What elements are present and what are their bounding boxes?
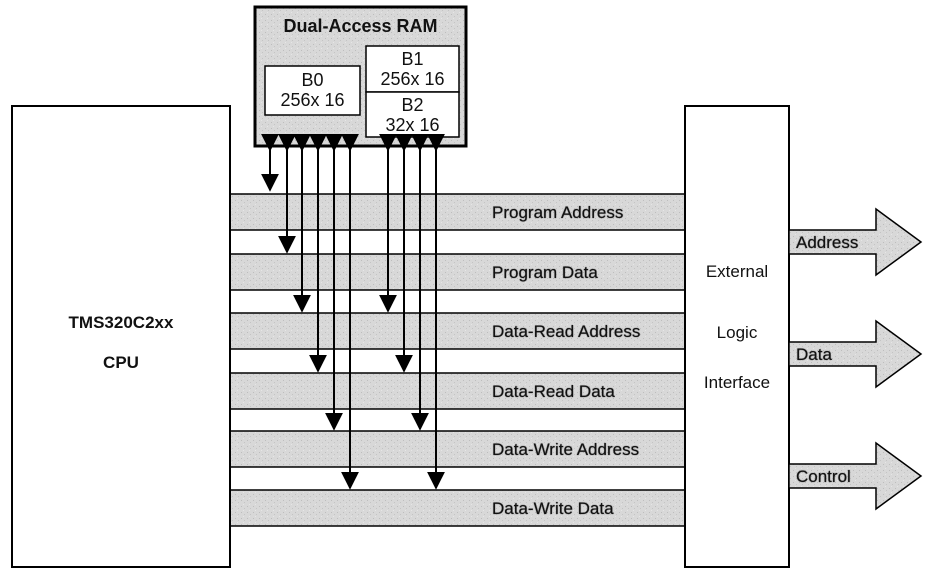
address-output-arrow <box>788 207 923 277</box>
b0-name: B0 <box>301 70 324 90</box>
data-output-arrow <box>788 319 923 389</box>
bus-band-program-data <box>230 254 685 290</box>
interface-label-line1: External <box>705 262 769 281</box>
b1-name: B1 <box>401 49 424 69</box>
bus-label-data-write-address: Data-Write Address <box>492 440 640 459</box>
bus-band-data-read-data <box>230 373 685 409</box>
interface-box <box>684 105 790 568</box>
bus-band-data-write-address <box>230 431 685 467</box>
bus-band-data-read-address <box>230 313 685 349</box>
interface-label-line3: Interface <box>703 373 771 392</box>
bus-label-program-address: Program Address <box>492 203 624 222</box>
b2-name: B2 <box>401 95 424 115</box>
b0-size: 256x 16 <box>280 90 345 110</box>
bus-lines <box>230 193 685 527</box>
bus-label-data-write-data: Data-Write Data <box>492 499 614 518</box>
ram-title: Dual-Access RAM <box>283 16 438 36</box>
interface-label-line2: Logic <box>716 323 758 342</box>
b0-block <box>264 65 361 116</box>
bus-band-data-write-data <box>230 490 685 526</box>
b2-size: 32x 16 <box>385 115 440 135</box>
output-label-data: Data <box>796 345 832 364</box>
cpu-label-line2: CPU <box>103 353 139 372</box>
b1-size: 256x 16 <box>380 69 445 89</box>
output-arrows <box>788 207 923 511</box>
ram-connections <box>261 133 445 490</box>
cpu-label-line1: TMS320C2xx <box>68 313 174 332</box>
bus-bands <box>230 194 685 526</box>
control-output-arrow <box>788 441 923 511</box>
output-label-address: Address <box>796 233 859 252</box>
bus-label-program-data: Program Data <box>492 263 598 282</box>
bus-label-data-read-address: Data-Read Address <box>492 322 641 341</box>
bus-label-data-read-data: Data-Read Data <box>492 382 615 401</box>
cpu-box <box>11 105 231 568</box>
output-label-control: Control <box>796 467 851 486</box>
